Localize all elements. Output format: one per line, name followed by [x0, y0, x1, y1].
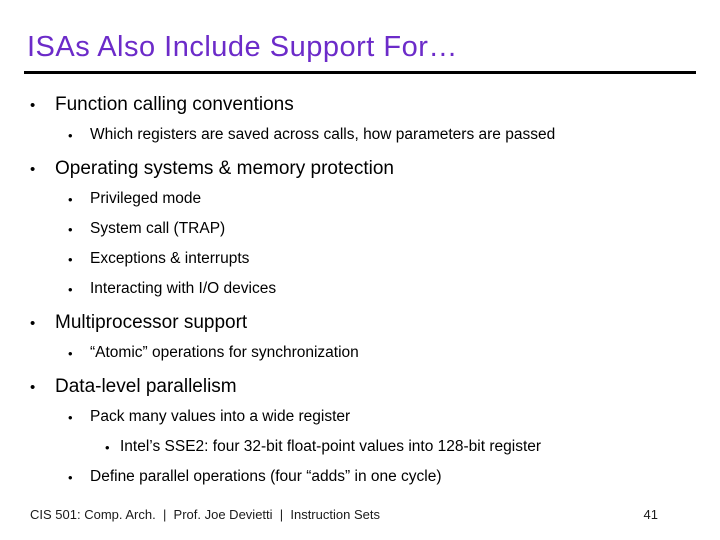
bullet-text: Function calling conventions: [55, 94, 294, 115]
bullet-list: • Function calling conventions • Which regi…: [30, 90, 712, 492]
bullet-dot-icon: •: [68, 281, 73, 297]
bullet-line: • “Atomic” operations for synchronization: [30, 338, 712, 368]
bullet-text: Interacting with I/O devices: [90, 280, 277, 297]
bullet-line: • Data-level parallelism: [30, 372, 712, 402]
bullet-line: • Privileged mode: [30, 184, 712, 214]
bullet-line: • Which registers are saved across calls,…: [30, 120, 712, 150]
bullet-text: Which registers are saved across calls, …: [90, 126, 556, 143]
bullet-text: “Atomic” operations for synchronization: [90, 344, 359, 361]
bullet-dot-icon: •: [68, 251, 73, 267]
bullet-line: • Pack many values into a wide register: [30, 402, 712, 432]
bullet-dot-icon: •: [30, 160, 36, 178]
bullet-dot-icon: •: [30, 378, 36, 396]
bullet-dot-icon: •: [68, 409, 73, 425]
bullet-line: • Exceptions & interrupts: [30, 244, 712, 274]
bullet-dot-icon: •: [68, 191, 73, 207]
bullet-text: Privileged mode: [90, 190, 202, 207]
bullet-text: Data-level parallelism: [55, 376, 237, 397]
bullet-line: • Interacting with I/O devices: [30, 274, 712, 304]
bullet-line: • Operating systems & memory protection: [30, 154, 712, 184]
bullet-dot-icon: •: [30, 96, 36, 114]
bullet-dot-icon: •: [105, 439, 110, 455]
bullet-line: • System call (TRAP): [30, 214, 712, 244]
bullet-line: • Define parallel operations (four “adds”…: [30, 462, 712, 492]
bullet-line: • Multiprocessor support: [30, 308, 712, 338]
slide-title: ISAs Also Include Support For…: [27, 31, 458, 63]
bullet-dot-icon: •: [68, 469, 73, 485]
bullet-dot-icon: •: [68, 127, 73, 143]
bullet-text: Multiprocessor support: [55, 312, 248, 333]
bullet-dot-icon: •: [68, 345, 73, 361]
bullet-text: Operating systems & memory protection: [55, 158, 394, 179]
bullet-text: Intel’s SSE2: four 32-bit float-point va…: [120, 438, 542, 455]
bullet-line: • Intel’s SSE2: four 32-bit float-point v…: [30, 432, 712, 462]
footer-text: CIS 501: Comp. Arch. | Prof. Joe Deviett…: [30, 507, 380, 522]
bullet-text: Define parallel operations (four “adds” …: [90, 468, 442, 485]
bullet-text: Pack many values into a wide register: [90, 408, 351, 425]
bullet-text: System call (TRAP): [90, 220, 226, 237]
bullet-dot-icon: •: [30, 314, 36, 332]
bullet-line: • Function calling conventions: [30, 90, 712, 120]
bullet-dot-icon: •: [68, 221, 73, 237]
title-underline-rule: [24, 71, 696, 74]
bullet-text: Exceptions & interrupts: [90, 250, 250, 267]
page-number: 41: [643, 507, 658, 522]
